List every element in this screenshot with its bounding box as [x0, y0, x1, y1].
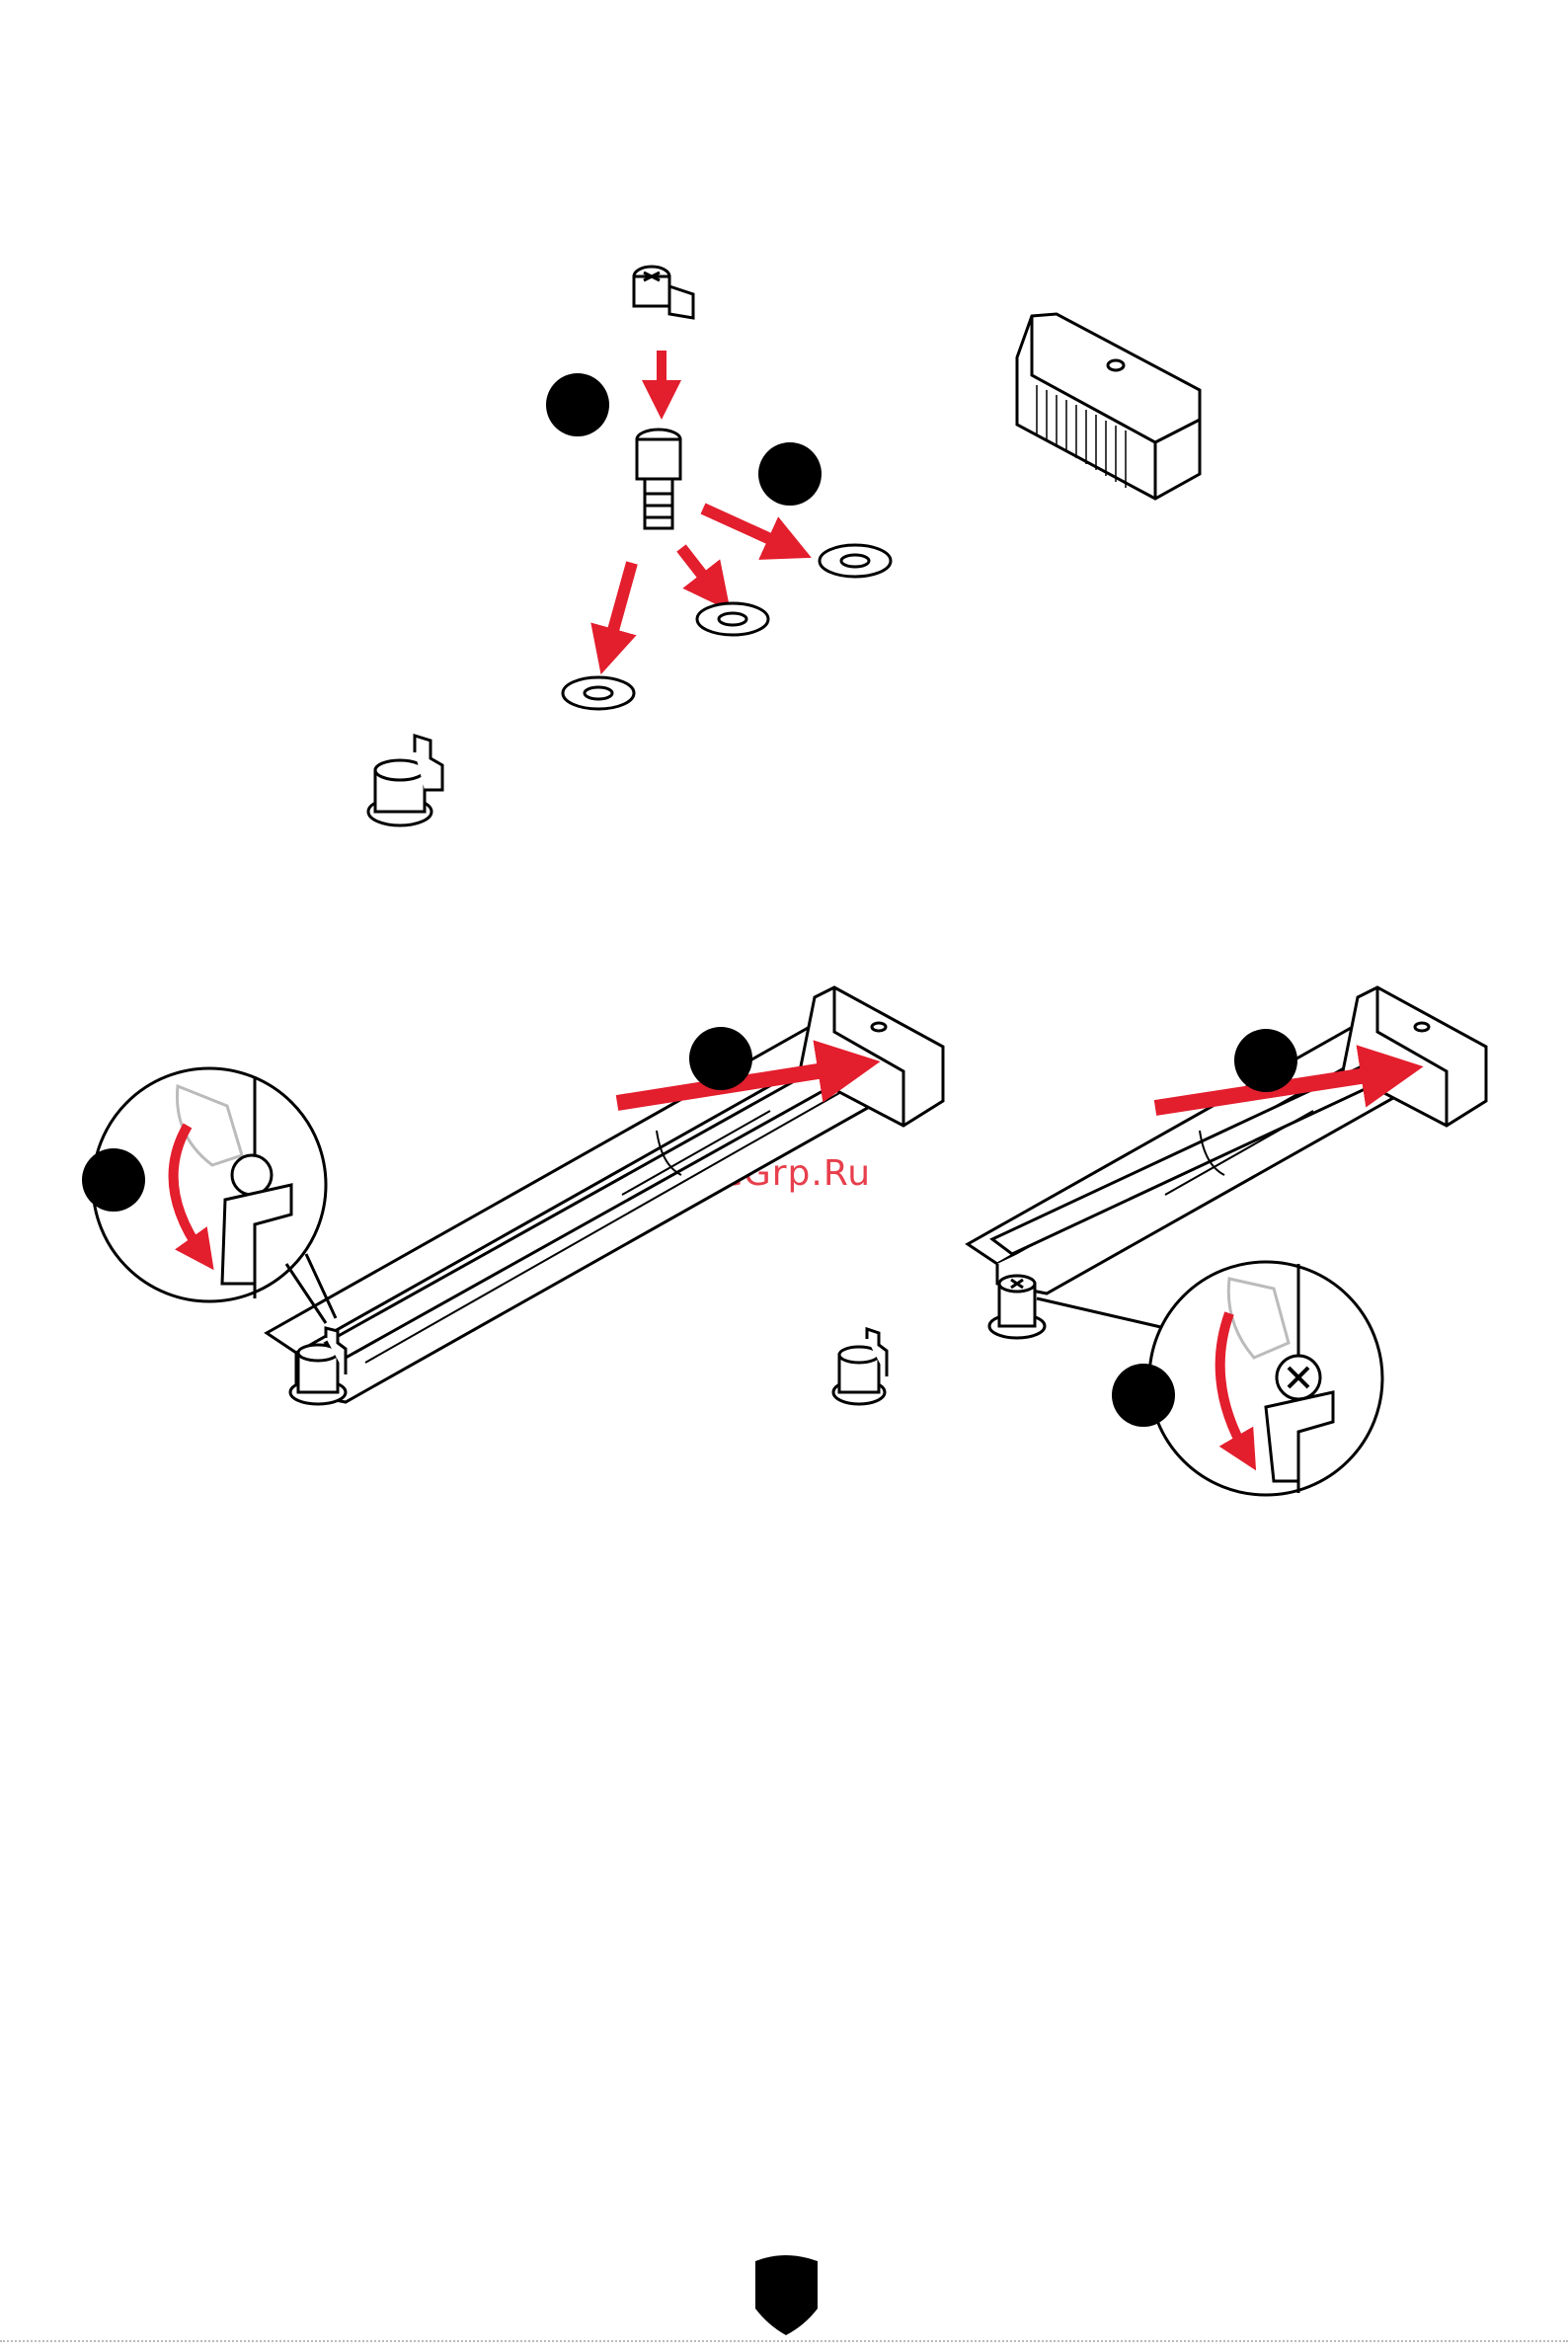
- step-marker: [689, 1027, 752, 1090]
- step-marker: [1234, 1029, 1297, 1092]
- standoff-screw-icon: [637, 430, 680, 528]
- msi-dragon-shield-icon: [755, 2255, 818, 2335]
- step-marker: [758, 442, 822, 506]
- step-marker: [546, 373, 609, 436]
- screw-detail-circle: [1037, 1262, 1382, 1495]
- standoff-icon: [368, 736, 442, 825]
- standoff-icon-loose: [833, 1329, 887, 1404]
- latch-screw-icon: [634, 267, 693, 318]
- placement-arrows: [607, 509, 790, 652]
- step-marker: [1112, 1364, 1175, 1427]
- page-edge-divider: [0, 2340, 1568, 2346]
- m2-ssd-card-left: [326, 1061, 849, 1358]
- m2-connector-icon: [1017, 314, 1200, 499]
- step-marker: [82, 1148, 145, 1212]
- m2-ssd-card-right: [992, 1061, 1392, 1254]
